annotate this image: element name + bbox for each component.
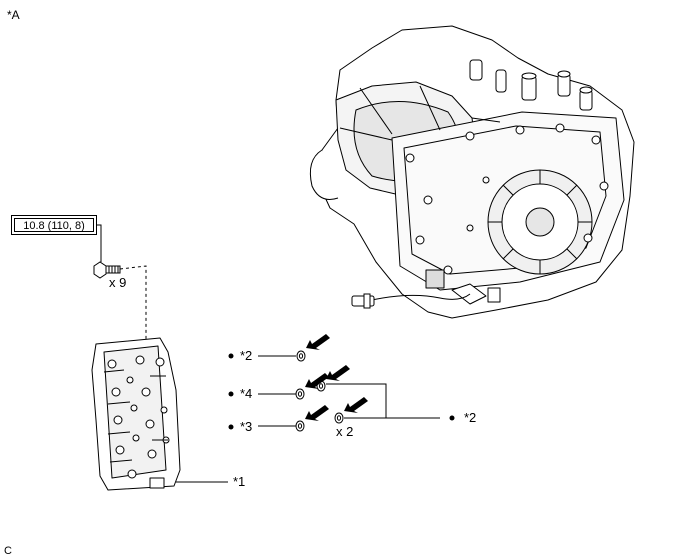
part2-right-label: *2 — [464, 410, 477, 425]
gaskets — [295, 350, 344, 432]
part4-label: *4 — [240, 386, 253, 401]
dot-bullet-icon — [228, 353, 455, 430]
torque-spec-text: 10.8 (110, 8) — [14, 218, 94, 232]
bolt — [93, 261, 121, 279]
valve-body — [91, 337, 181, 491]
gasket-4 — [295, 388, 305, 400]
torque-spec-box: 10.8 (110, 8) — [11, 215, 97, 235]
view-label: *A — [7, 8, 20, 22]
torque-leader — [97, 224, 102, 262]
gasket-2 — [296, 350, 306, 362]
gasket-quantity: x 2 — [336, 424, 354, 439]
bolt-quantity: x 9 — [109, 275, 127, 290]
footer-code: C — [4, 545, 12, 557]
gasket-leaders — [258, 355, 440, 427]
sensor-harness — [351, 293, 471, 309]
bolt-install-path — [119, 265, 147, 350]
part3-label: *3 — [240, 419, 253, 434]
transaxle-assembly — [309, 25, 635, 319]
part2-left-label: *2 — [240, 348, 253, 363]
gasket-3 — [295, 420, 305, 432]
gasket-2b — [334, 412, 344, 424]
bold-pointer-arrow-icon — [305, 334, 368, 421]
part1-label: *1 — [233, 474, 246, 489]
